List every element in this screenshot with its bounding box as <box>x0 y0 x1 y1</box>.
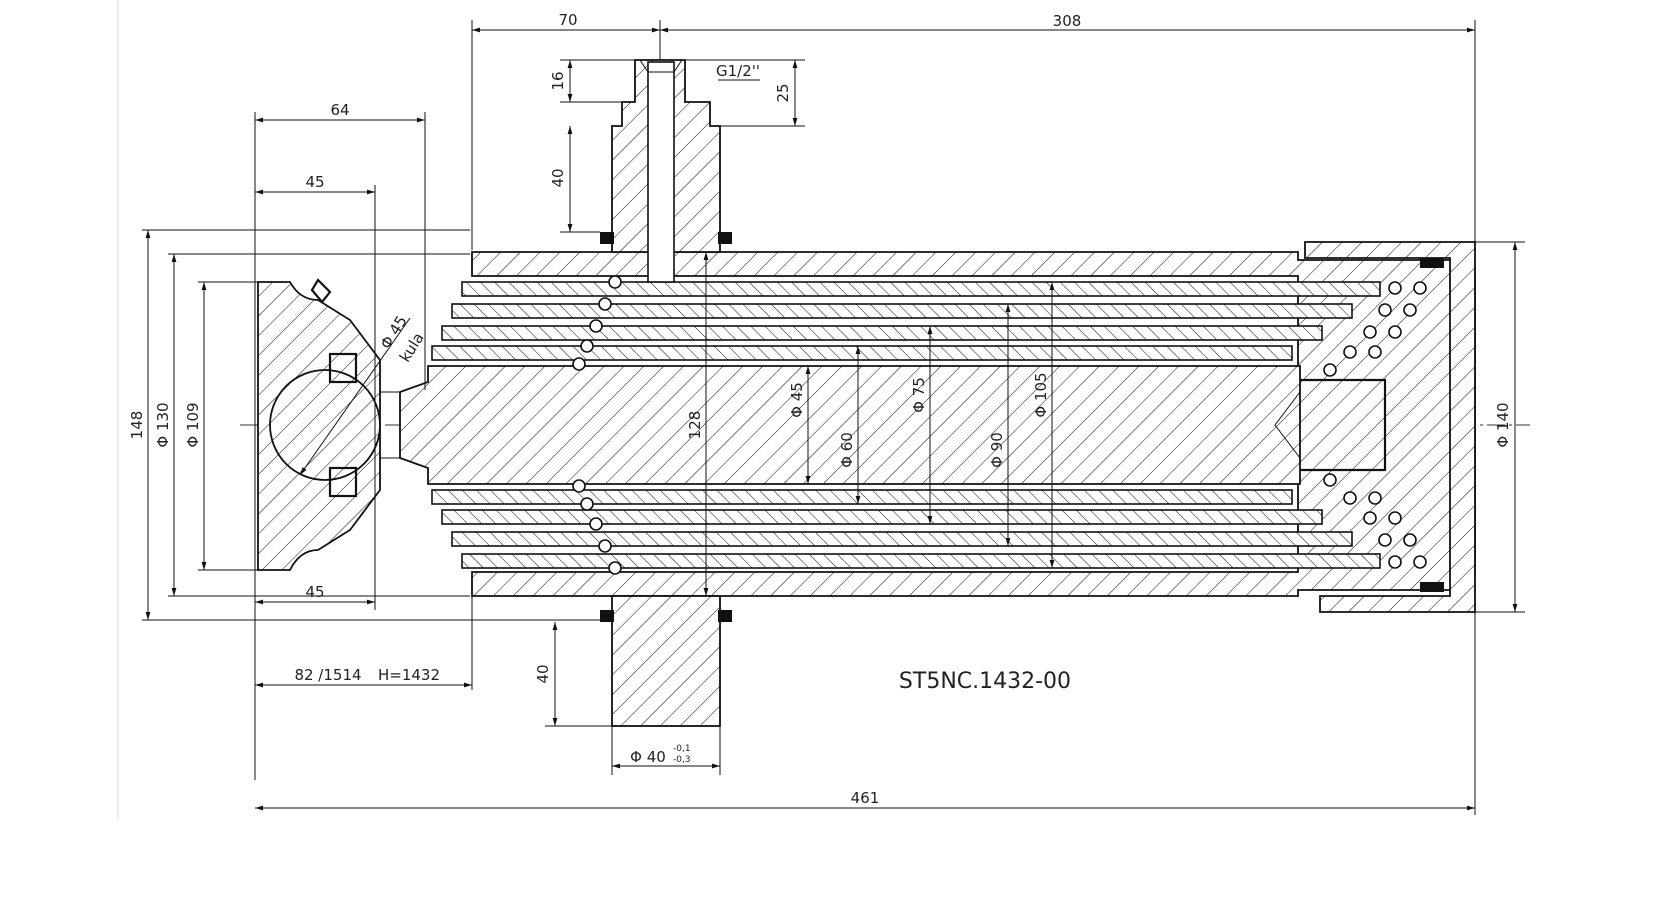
stage-3 <box>441 325 1323 525</box>
dim-port-40: 40 <box>549 168 567 187</box>
dim-port-25: 25 <box>774 83 792 102</box>
dim-148: 148 <box>128 411 146 440</box>
dim-port-16: 16 <box>549 71 567 90</box>
gland-balls-right <box>1323 281 1427 569</box>
dim-128: 128 <box>686 411 704 440</box>
dim-45-bottom: 45 <box>305 583 324 601</box>
piston-rod <box>399 365 1387 485</box>
part-number: ST5NC.1432-00 <box>899 669 1071 694</box>
dim-dia-45: Φ 45 <box>788 382 806 418</box>
dim-dia-140: Φ 140 <box>1494 402 1512 447</box>
dim-height-h: H=1432 <box>378 666 440 684</box>
dim-dia-90: Φ 90 <box>988 432 1006 468</box>
dim-dia-60: Φ 60 <box>838 432 856 468</box>
dim-64: 64 <box>330 101 349 119</box>
end-cap <box>1304 241 1476 613</box>
dim-45-top: 45 <box>305 173 324 191</box>
pin-tol-lower: -0,3 <box>673 755 691 765</box>
dim-70: 70 <box>558 11 577 29</box>
gland-balls-left <box>572 275 622 575</box>
trunnion-pin <box>600 595 732 727</box>
dim-pin-40: 40 <box>534 664 552 683</box>
pin-tol-upper: -0,1 <box>673 744 691 754</box>
dim-dia-75: Φ 75 <box>910 377 928 413</box>
dim-dia-105: Φ 105 <box>1032 372 1050 417</box>
dim-dia-130: Φ 130 <box>154 402 172 447</box>
stage-2 <box>451 303 1353 547</box>
dim-308: 308 <box>1053 12 1082 30</box>
dim-pin-dia: Φ 40 <box>630 748 666 766</box>
ball-joint-head <box>257 278 401 571</box>
oil-port <box>600 59 732 283</box>
dim-82-1514: 82 /1514 <box>294 666 361 684</box>
dim-461: 461 <box>851 789 880 807</box>
stage-1 <box>461 281 1381 569</box>
port-thread-label: G1/2'' <box>716 62 760 80</box>
stage-4 <box>431 345 1293 505</box>
dim-dia-109: Φ 109 <box>184 402 202 447</box>
dimension-lines <box>142 20 1525 815</box>
